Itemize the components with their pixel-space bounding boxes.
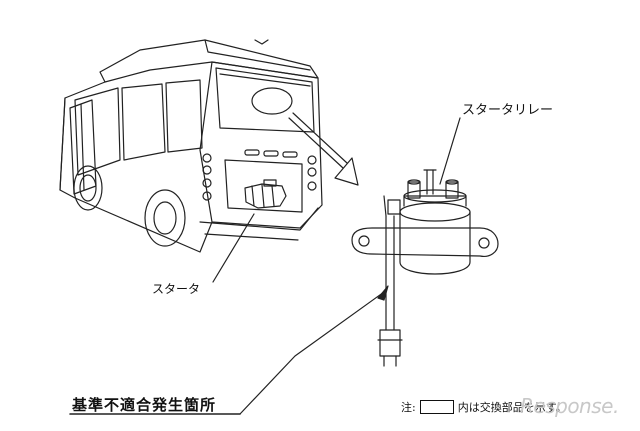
pointer-arrow xyxy=(288,112,359,186)
legend-note: 注: 内は交換部品を示す。 xyxy=(401,399,567,415)
starter-leader-line xyxy=(212,213,255,283)
defect-location-label: 基準不適合発生箇所 xyxy=(72,396,217,414)
watermark-logo: Response. xyxy=(520,394,619,418)
relay-leader-line xyxy=(439,117,461,185)
note-suffix: 内は交換部品を示す。 xyxy=(457,401,567,414)
starter-relay-label: スタータリレー xyxy=(462,103,554,118)
starter-relay-drawing xyxy=(351,169,499,275)
defect-leader-line xyxy=(239,291,385,415)
wire-harness xyxy=(377,215,403,367)
bus-drawing xyxy=(59,39,323,253)
legend-box xyxy=(419,400,454,414)
starter-label: スタータ xyxy=(152,282,201,296)
note-prefix: 注: xyxy=(401,401,416,414)
